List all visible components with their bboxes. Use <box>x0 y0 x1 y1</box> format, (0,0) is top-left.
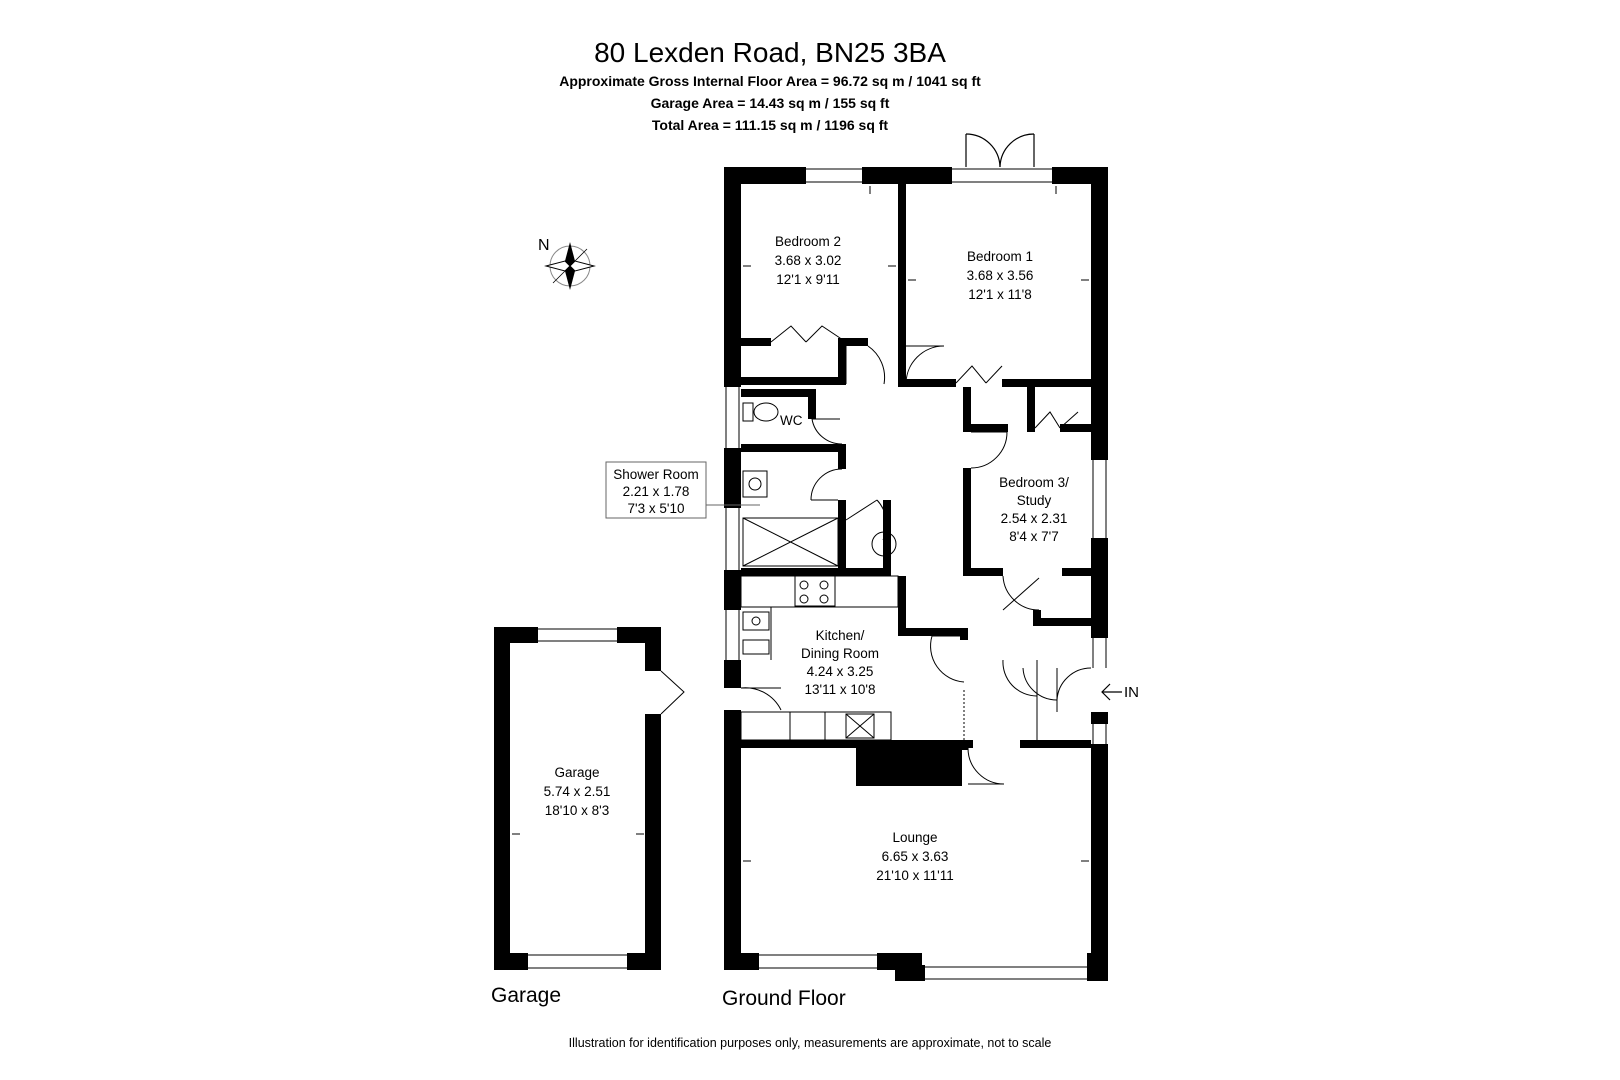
shower-room-callout <box>605 461 707 519</box>
bedroom1-metric: 3.68 x 3.56 <box>967 268 1034 283</box>
bedroom2-metric: 3.68 x 3.02 <box>775 253 842 268</box>
kitchen-name-1: Kitchen/ <box>816 628 865 643</box>
bedroom1-imperial: 12'1 x 11'8 <box>968 287 1031 302</box>
dimension-markers <box>512 186 1089 862</box>
fixtures <box>740 402 899 741</box>
bedroom2-name: Bedroom 2 <box>775 234 841 249</box>
bedroom3-metric: 2.54 x 2.31 <box>1001 511 1068 526</box>
entrance-label: IN <box>1124 684 1139 701</box>
compass-north-label: N <box>538 237 550 254</box>
disclaimer: Illustration for identification purposes… <box>568 1036 1052 1050</box>
shower-metric: 2.21 x 1.78 <box>623 484 690 499</box>
window-lines <box>725 168 1107 980</box>
entrance-arrow-icon <box>1101 683 1122 701</box>
plan-header: 80 Lexden Road, BN25 3BA Approximate Gro… <box>0 36 1620 136</box>
garage-floor-label: Garage <box>491 984 561 1007</box>
garage-walls <box>494 627 661 970</box>
garage-name: Garage <box>554 765 599 780</box>
property-address: 80 Lexden Road, BN25 3BA <box>594 37 946 68</box>
kitchen-metric: 4.24 x 3.25 <box>807 664 874 679</box>
french-doors <box>965 133 1035 168</box>
lounge-metric: 6.65 x 3.63 <box>882 849 949 864</box>
total-area-text: Total Area = 111.15 sq m / 1196 sq ft <box>651 117 889 133</box>
shower-imperial: 7'3 x 5'10 <box>628 501 685 516</box>
internal-walls <box>741 167 1091 786</box>
garage-metric: 5.74 x 2.51 <box>544 784 611 799</box>
lounge-name: Lounge <box>892 830 937 845</box>
room-kitchen: Kitchen/ Dining Room 4.24 x 3.25 13'11 x… <box>801 628 879 697</box>
kitchen-name-2: Dining Room <box>801 646 879 661</box>
room-lounge: Lounge 6.65 x 3.63 21'10 x 11'11 <box>876 830 953 883</box>
room-garage: Garage 5.74 x 2.51 18'10 x 8'3 <box>544 765 611 818</box>
kitchen-imperial: 13'11 x 10'8 <box>805 682 876 697</box>
internal-doors <box>740 325 1092 785</box>
garage-openings <box>528 628 685 969</box>
garage-imperial: 18'10 x 8'3 <box>545 803 609 818</box>
lounge-imperial: 21'10 x 11'11 <box>876 868 953 883</box>
bedroom2-imperial: 12'1 x 9'11 <box>776 272 839 287</box>
bedroom1-name: Bedroom 1 <box>967 249 1033 264</box>
bedroom3-name-2: Study <box>1017 493 1052 508</box>
garage-area-text: Garage Area = 14.43 sq m / 155 sq ft <box>650 95 890 111</box>
room-bedroom-2: Bedroom 2 3.68 x 3.02 12'1 x 9'11 <box>775 234 842 287</box>
ground-floor-label: Ground Floor <box>722 987 846 1010</box>
compass-rose-icon <box>544 242 596 290</box>
gross-area-text: Approximate Gross Internal Floor Area = … <box>559 73 981 89</box>
room-bedroom-3: Bedroom 3/ Study 2.54 x 2.31 8'4 x 7'7 <box>999 475 1069 544</box>
room-bedroom-1: Bedroom 1 3.68 x 3.56 12'1 x 11'8 <box>967 249 1034 302</box>
shower-name: Shower Room <box>613 467 699 482</box>
bedroom3-imperial: 8'4 x 7'7 <box>1009 529 1058 544</box>
wc-label: WC <box>780 413 803 428</box>
bedroom3-name-1: Bedroom 3/ <box>999 475 1069 490</box>
room-shower: Shower Room 2.21 x 1.78 7'3 x 5'10 <box>613 467 699 516</box>
house-walls <box>724 167 1108 981</box>
